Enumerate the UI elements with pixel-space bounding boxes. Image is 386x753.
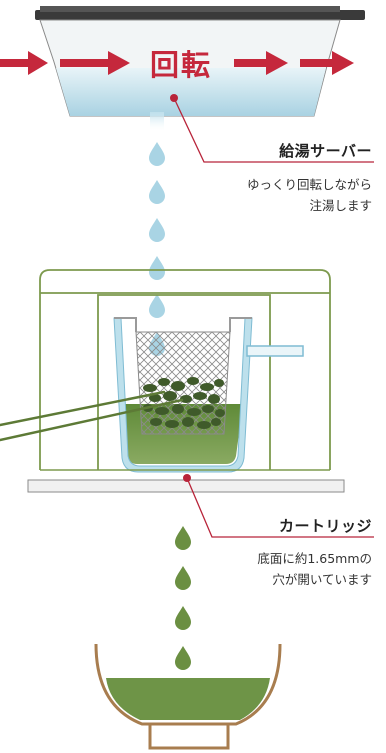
basket-rim xyxy=(114,317,252,332)
arrow-right-icon xyxy=(300,51,354,75)
cartridge-leader-dot xyxy=(183,474,191,482)
server-desc-line2: 注湯します xyxy=(309,198,372,213)
water-drop-icon xyxy=(149,218,165,242)
tea-cup xyxy=(94,643,282,750)
cup-body xyxy=(94,643,282,726)
cup-tea xyxy=(106,678,270,720)
stirring-rods xyxy=(0,390,184,442)
water-drop-icon xyxy=(149,294,165,318)
server-water xyxy=(56,68,326,116)
cartridge xyxy=(113,317,304,473)
water-drops xyxy=(149,142,165,356)
server-leader-line xyxy=(173,97,374,163)
water-drop-icon xyxy=(149,142,165,166)
cup-foot xyxy=(148,724,230,750)
water-server xyxy=(35,6,365,132)
tea-leaves xyxy=(143,377,225,429)
arrow-right-icon xyxy=(234,51,288,75)
tea-drop-icon xyxy=(175,646,191,670)
cartridge-title: カートリッジ xyxy=(278,517,372,535)
server-lid xyxy=(35,10,365,20)
tea-drop-icon xyxy=(175,526,191,550)
water-stream xyxy=(150,112,164,132)
cartridge-desc-line1: 底面に約1.65mmの xyxy=(257,551,372,566)
tea-drops xyxy=(175,526,191,670)
cartridge-desc-line2: 穴が開いています xyxy=(272,572,372,587)
server-desc-line1: ゆっくり回転しながら xyxy=(246,177,372,192)
brewer-frame xyxy=(39,269,331,470)
arrow-right-icon xyxy=(60,51,130,75)
tea-drop-icon xyxy=(175,606,191,630)
server-leader-dot xyxy=(170,94,178,102)
cartridge-leader-line xyxy=(186,477,374,538)
rotation-arrows xyxy=(0,51,354,75)
server-title: 給湯サーバー xyxy=(279,142,372,160)
water-drop-icon xyxy=(149,256,165,280)
rotation-label: 回転 xyxy=(150,48,213,82)
tea-drop-icon xyxy=(175,566,191,590)
arrow-right-icon xyxy=(0,51,48,75)
water-drop-icon xyxy=(149,180,165,204)
cartridge-handle xyxy=(246,345,304,357)
